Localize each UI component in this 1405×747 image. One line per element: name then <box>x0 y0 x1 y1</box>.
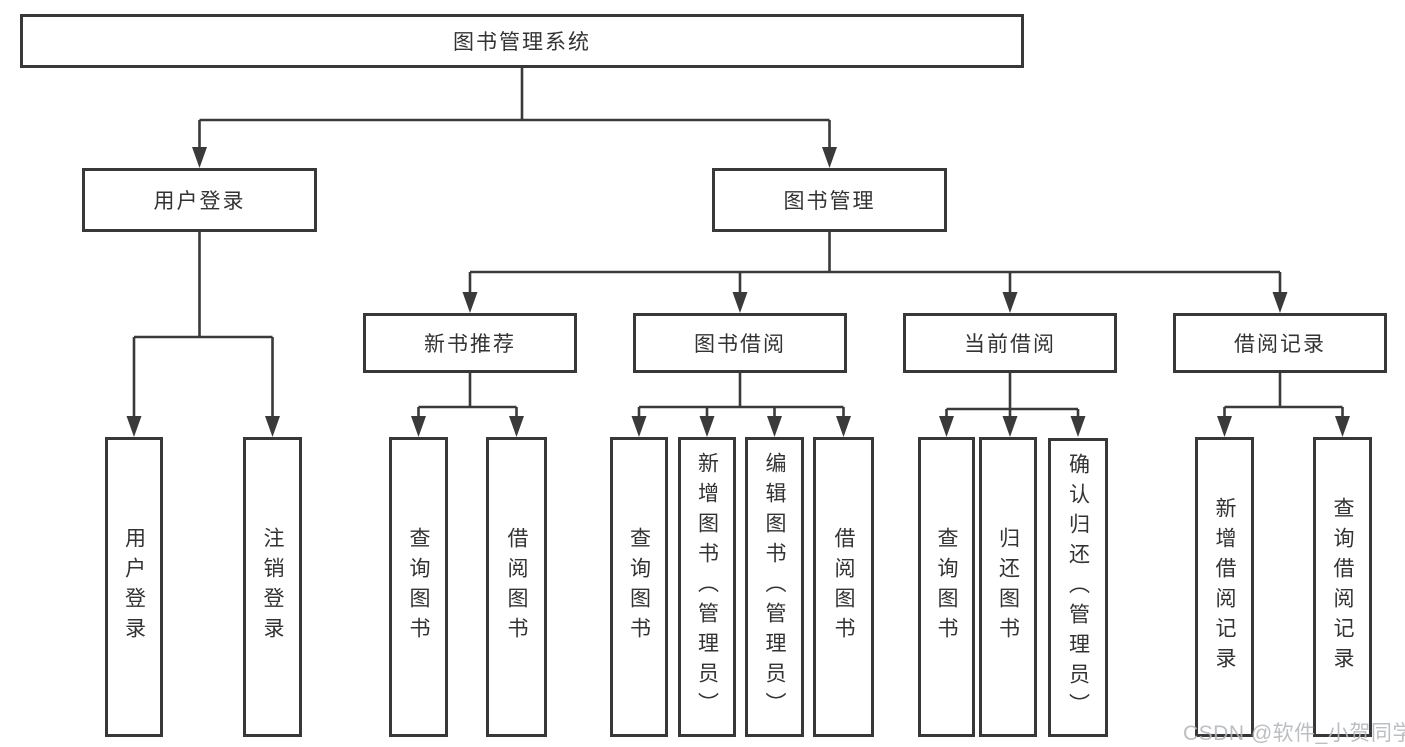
leaf-nb-query-books: 查询图书 <box>389 437 448 737</box>
leaf-bb-query-books-label: 查询图书 <box>627 527 651 647</box>
leaf-bb-edit-books-admin-label: 编辑图书（管理员） <box>763 452 786 722</box>
node-book-management-label: 图书管理 <box>783 190 876 213</box>
csdn-watermark: CSDN @软件_小贺同学 <box>1183 722 1405 745</box>
leaf-br-query-record: 查询借阅记录 <box>1313 437 1372 737</box>
node-root: 图书管理系统 <box>20 14 1024 68</box>
node-new-book-recommend-label: 新书推荐 <box>424 333 516 356</box>
leaf-cb-query-books: 查询图书 <box>918 437 975 737</box>
leaf-br-query-record-label: 查询借阅记录 <box>1331 497 1354 677</box>
leaf-nb-borrow-books: 借阅图书 <box>486 437 547 737</box>
leaf-cb-confirm-return-admin: 确认归还（管理员） <box>1048 438 1108 737</box>
node-root-label: 图书管理系统 <box>453 31 591 54</box>
node-user-login: 用户登录 <box>82 168 317 232</box>
leaf-bb-add-books-admin-label: 新增图书（管理员） <box>695 452 719 722</box>
node-user-login-label: 用户登录 <box>153 190 246 213</box>
leaf-logout-label: 注销登录 <box>261 527 284 647</box>
leaf-user-login-label: 用户登录 <box>122 527 146 647</box>
leaf-bb-edit-books-admin: 编辑图书（管理员） <box>745 437 804 737</box>
leaf-nb-query-books-label: 查询图书 <box>407 527 430 647</box>
node-book-borrow: 图书借阅 <box>633 313 847 373</box>
node-current-borrow-label: 当前借阅 <box>964 333 1056 356</box>
leaf-cb-return-books: 归还图书 <box>979 437 1037 737</box>
node-new-book-recommend: 新书推荐 <box>363 313 577 373</box>
leaf-bb-borrow-books: 借阅图书 <box>813 437 874 737</box>
leaf-br-add-record-label: 新增借阅记录 <box>1213 497 1236 677</box>
leaf-bb-borrow-books-label: 借阅图书 <box>832 527 855 647</box>
node-book-management: 图书管理 <box>712 168 947 232</box>
node-borrow-records: 借阅记录 <box>1173 313 1387 373</box>
leaf-cb-query-books-label: 查询图书 <box>935 527 958 647</box>
node-current-borrow: 当前借阅 <box>903 313 1117 373</box>
leaf-cb-return-books-label: 归还图书 <box>996 527 1020 647</box>
leaf-bb-add-books-admin: 新增图书（管理员） <box>678 437 736 737</box>
node-borrow-records-label: 借阅记录 <box>1234 333 1326 356</box>
leaf-bb-query-books: 查询图书 <box>610 437 668 737</box>
leaf-user-login: 用户登录 <box>105 437 163 737</box>
leaf-br-add-record: 新增借阅记录 <box>1195 437 1254 737</box>
leaf-cb-confirm-return-admin-label: 确认归还（管理员） <box>1066 452 1090 723</box>
node-book-borrow-label: 图书借阅 <box>694 333 786 356</box>
leaf-nb-borrow-books-label: 借阅图书 <box>505 527 528 647</box>
leaf-logout: 注销登录 <box>243 437 302 737</box>
